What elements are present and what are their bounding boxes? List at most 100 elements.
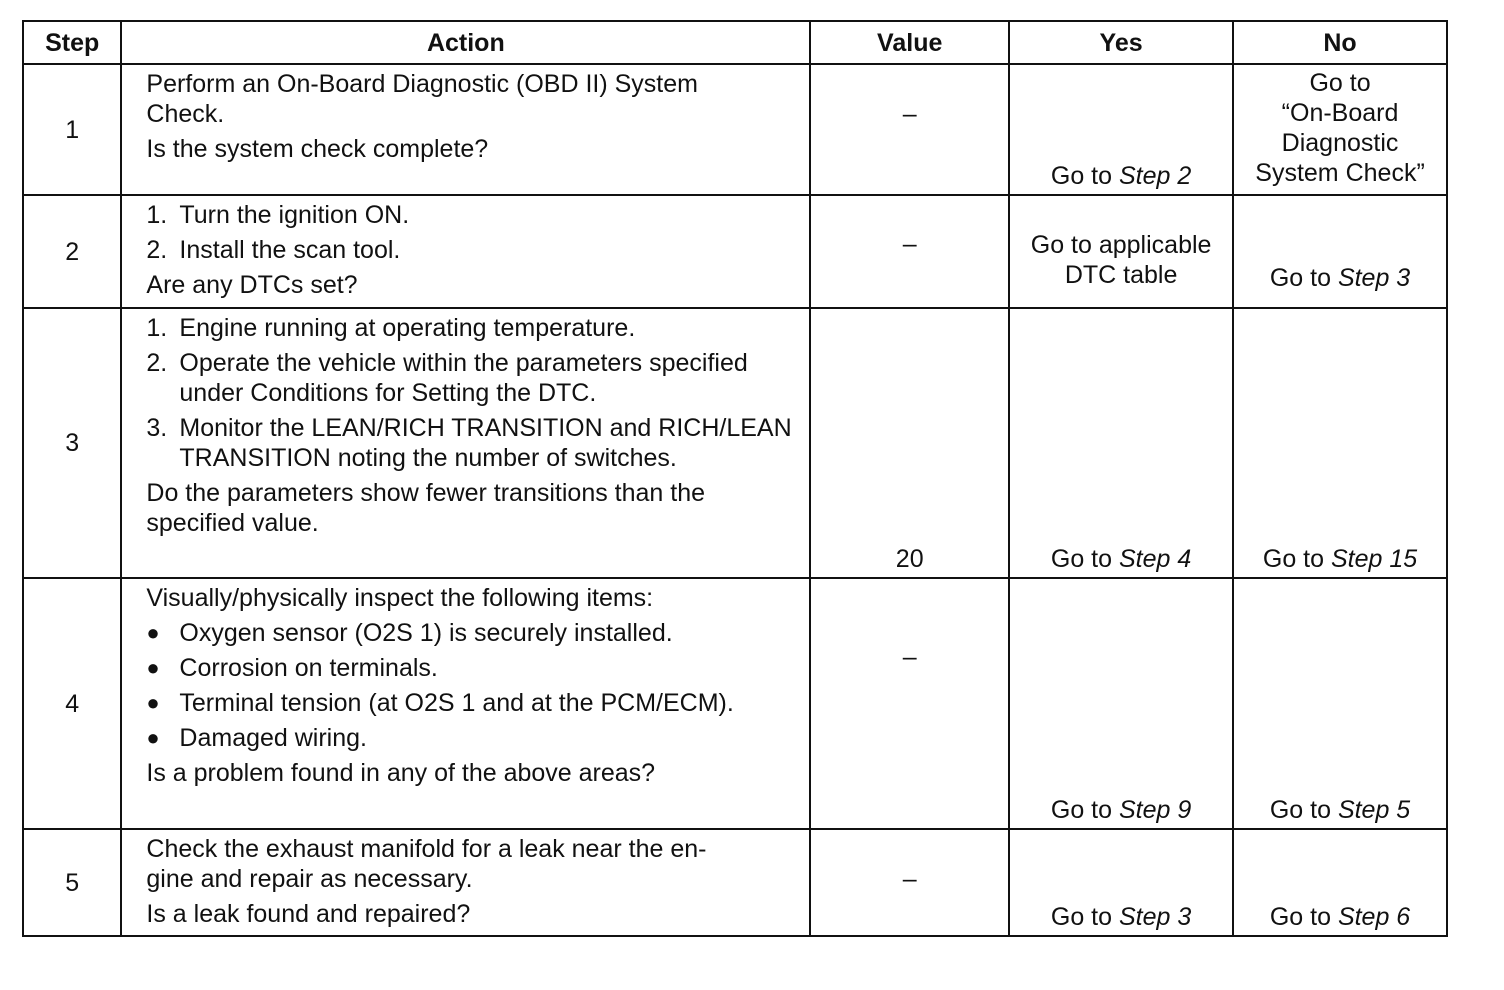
no-goto: Go to Step 15 xyxy=(1234,544,1446,574)
numbered-item: 3. Monitor the LEAN/RICH TRANSITION and … xyxy=(146,413,799,473)
goto-label: Go to xyxy=(1050,545,1113,573)
action-question: Do the parameters show fewer transitions… xyxy=(146,479,706,537)
yes-cell: Go to applicable DTC table xyxy=(1008,194,1235,309)
goto-label: Go to xyxy=(1050,903,1113,931)
value-text: – xyxy=(902,643,917,671)
step-number: 1 xyxy=(21,63,123,196)
numbered-item: 2. Install the scan tool. xyxy=(146,235,799,265)
item-text: Engine running at operating temperature. xyxy=(179,314,636,342)
no-cell: Go to Step 15 xyxy=(1232,307,1448,579)
yes-goto: Go to Step 2 xyxy=(1010,161,1232,191)
bullet-icon: ● xyxy=(146,620,160,645)
step-number: 4 xyxy=(21,577,123,830)
table-row-step-1: 1 Perform an On-Board Diagnostic (OBD II… xyxy=(21,63,1448,196)
yes-goto-line: Go to applicable xyxy=(1030,231,1212,259)
step-reference: Step 9 xyxy=(1119,796,1192,824)
action-question: Are any DTCs set? xyxy=(146,271,358,299)
item-number: 3. xyxy=(146,414,168,442)
value-cell: – xyxy=(809,828,1011,937)
no-goto: Go to “On-Board Diagnostic System Check” xyxy=(1234,68,1446,188)
item-text: Damaged wiring. xyxy=(179,724,367,752)
action-text: Check. xyxy=(146,100,225,128)
goto-label: Go to xyxy=(1269,264,1331,292)
no-goto-line: Go to xyxy=(1309,69,1371,97)
goto-label: Go to xyxy=(1050,796,1113,824)
action-question: Is a leak found and repaired? xyxy=(146,900,471,928)
action-cell: Perform an On-Board Diagnostic (OBD II) … xyxy=(120,63,812,196)
step-number: 3 xyxy=(21,307,123,579)
bullet-icon: ● xyxy=(146,690,160,715)
table-row-step-5: 5 Check the exhaust manifold for a leak … xyxy=(21,828,1448,937)
item-text: Monitor the LEAN/RICH TRANSITION and RIC… xyxy=(179,414,792,472)
action-cell: 1. Turn the ignition ON. 2. Install the … xyxy=(120,194,812,309)
value-text: 20 xyxy=(895,545,924,573)
diagnostic-table: Step Action Value Yes No 1 Perform an On… xyxy=(21,20,1448,937)
action-text: gine and repair as necessary. xyxy=(146,865,473,893)
no-goto-line: System Check” xyxy=(1255,159,1425,187)
item-text: Oxygen sensor (O2S 1) is securely instal… xyxy=(179,619,673,647)
step-reference: Step 4 xyxy=(1119,545,1192,573)
step-reference: Step 6 xyxy=(1337,903,1411,931)
value-cell: 20 xyxy=(809,307,1011,579)
item-number: 2. xyxy=(146,349,168,377)
no-cell: Go to Step 6 xyxy=(1232,828,1448,937)
numbered-item: 1. Engine running at operating temperatu… xyxy=(146,313,799,343)
numbered-item: 2. Operate the vehicle within the parame… xyxy=(146,348,799,408)
yes-cell: Go to Step 4 xyxy=(1008,307,1235,579)
item-text: Terminal tension (at O2S 1 and at the PC… xyxy=(179,689,734,717)
yes-cell: Go to Step 9 xyxy=(1008,577,1235,830)
bullet-icon: ● xyxy=(146,725,160,750)
header-value: Value xyxy=(809,20,1011,65)
bullet-item: ● Damaged wiring. xyxy=(146,723,799,753)
item-number: 1. xyxy=(146,201,168,229)
table-row-step-4: 4 Visually/physically inspect the follow… xyxy=(21,577,1448,830)
no-goto-line: “On-Board xyxy=(1281,99,1399,127)
action-text: Perform an On-Board Diagnostic (OBD II) … xyxy=(146,70,698,98)
header-no: No xyxy=(1232,20,1448,65)
no-cell: Go to Step 5 xyxy=(1232,577,1448,830)
step-number: 5 xyxy=(21,828,123,937)
bullet-icon: ● xyxy=(146,655,160,680)
item-text: Install the scan tool. xyxy=(179,236,401,264)
goto-label: Go to xyxy=(1262,545,1325,573)
goto-label: Go to xyxy=(1269,796,1331,824)
action-text: Check the exhaust manifold for a leak ne… xyxy=(146,835,707,863)
value-cell: – xyxy=(809,577,1011,830)
no-goto: Go to Step 6 xyxy=(1234,902,1446,932)
numbered-item: 1. Turn the ignition ON. xyxy=(146,200,799,230)
no-goto: Go to Step 5 xyxy=(1234,795,1446,825)
item-number: 2. xyxy=(146,236,168,264)
step-reference: Step 5 xyxy=(1337,796,1411,824)
header-yes: Yes xyxy=(1008,20,1235,65)
action-cell: Check the exhaust manifold for a leak ne… xyxy=(120,828,812,937)
header-step: Step xyxy=(21,20,123,65)
step-reference: Step 2 xyxy=(1119,162,1192,190)
yes-goto-line: DTC table xyxy=(1064,261,1178,289)
no-cell: Go to Step 3 xyxy=(1232,194,1448,309)
item-number: 1. xyxy=(146,314,168,342)
action-question: Is the system check complete? xyxy=(146,135,489,163)
value-text: – xyxy=(902,865,917,893)
header-action: Action xyxy=(120,20,812,65)
bullet-item: ● Oxygen sensor (O2S 1) is securely inst… xyxy=(146,618,799,648)
no-goto-line: Diagnostic xyxy=(1281,129,1399,157)
yes-cell: Go to Step 3 xyxy=(1008,828,1235,937)
header-row: Step Action Value Yes No xyxy=(21,20,1448,65)
item-text: Corrosion on terminals. xyxy=(179,654,438,682)
yes-cell: Go to Step 2 xyxy=(1008,63,1235,196)
bullet-item: ● Corrosion on terminals. xyxy=(146,653,799,683)
goto-label: Go to xyxy=(1269,903,1331,931)
step-number: 2 xyxy=(21,194,123,309)
table-row-step-2: 2 1. Turn the ignition ON. 2. Install th… xyxy=(21,194,1448,309)
yes-goto: Go to Step 4 xyxy=(1010,544,1232,574)
item-text: Turn the ignition ON. xyxy=(179,201,410,229)
bullet-item: ● Terminal tension (at O2S 1 and at the … xyxy=(146,688,799,718)
step-reference: Step 3 xyxy=(1337,264,1411,292)
action-question: Is a problem found in any of the above a… xyxy=(146,759,656,787)
value-text: – xyxy=(902,100,917,128)
step-reference: Step 3 xyxy=(1119,903,1192,931)
yes-goto: Go to Step 9 xyxy=(1010,795,1232,825)
action-cell: 1. Engine running at operating temperatu… xyxy=(120,307,812,579)
yes-goto: Go to Step 3 xyxy=(1010,902,1232,932)
value-cell: – xyxy=(809,63,1011,196)
